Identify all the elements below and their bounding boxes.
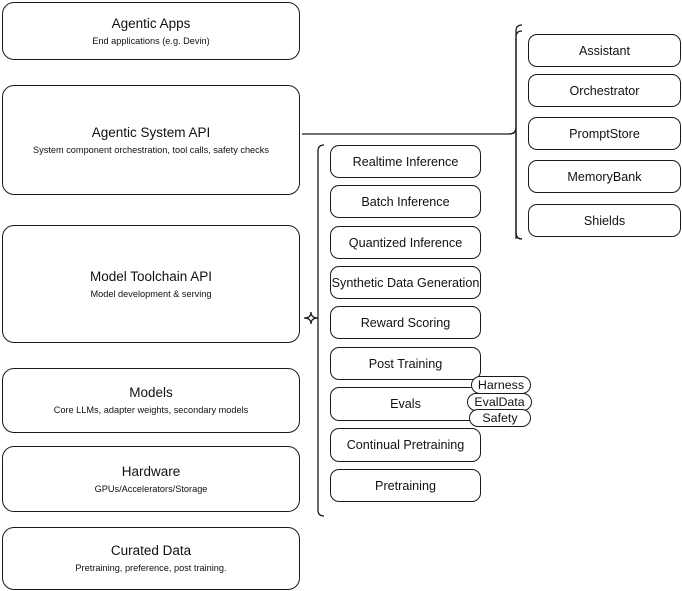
eval-badge-evaldata[interactable]: EvalData <box>467 393 532 411</box>
layer-agentic-apps[interactable]: Agentic Apps End applications (e.g. Devi… <box>2 2 300 60</box>
layer-subtitle: Core LLMs, adapter weights, secondary mo… <box>53 405 249 415</box>
toolchain-item-label: Evals <box>390 397 421 411</box>
layer-title: Models <box>129 385 173 400</box>
toolchain-item-continual-pretraining[interactable]: Continual Pretraining <box>330 428 481 462</box>
system-item-label: Assistant <box>578 43 631 58</box>
eval-badge-safety[interactable]: Safety <box>469 409 531 427</box>
system-item-memorybank[interactable]: MemoryBank <box>528 160 681 193</box>
toolchain-item-label: Post Training <box>368 356 443 371</box>
system-item-shields[interactable]: Shields <box>528 204 681 237</box>
toolchain-item-label: Realtime Inference <box>352 154 459 169</box>
layer-title: Model Toolchain API <box>89 268 213 284</box>
toolchain-item-label: Pretraining <box>375 478 436 493</box>
toolchain-item-label: Reward Scoring <box>360 315 451 330</box>
layer-subtitle: Pretraining, preference, post training. <box>75 563 227 573</box>
layer-models[interactable]: Models Core LLMs, adapter weights, secon… <box>2 368 300 433</box>
layer-model-toolchain-api[interactable]: Model Toolchain API Model development & … <box>2 225 300 343</box>
layer-title: Agentic Apps <box>111 15 191 31</box>
eval-badge-label: EvalData <box>474 395 525 409</box>
toolchain-item-label: Batch Inference <box>361 194 450 209</box>
system-item-promptstore[interactable]: PromptStore <box>528 117 681 150</box>
eval-badge-label: Safety <box>482 411 518 425</box>
system-item-label: MemoryBank <box>567 169 642 184</box>
layer-title: Curated Data <box>110 543 192 558</box>
toolchain-item-evals[interactable]: Evals <box>330 387 481 421</box>
bracket-system-components-top-curl <box>515 30 523 38</box>
toolchain-item-pretraining[interactable]: Pretraining <box>330 469 481 502</box>
toolchain-item-post-training[interactable]: Post Training <box>330 347 481 380</box>
bracket-system-components <box>508 24 523 240</box>
toolchain-item-quantized-inference[interactable]: Quantized Inference <box>330 226 481 259</box>
system-item-orchestrator[interactable]: Orchestrator <box>528 74 681 107</box>
toolchain-item-label: Continual Pretraining <box>346 438 465 452</box>
layer-hardware[interactable]: Hardware GPUs/Accelerators/Storage <box>2 446 300 512</box>
layer-title: Agentic System API <box>91 124 211 140</box>
toolchain-item-reward-scoring[interactable]: Reward Scoring <box>330 306 481 339</box>
system-item-label: PromptStore <box>569 126 640 141</box>
bracket-system-components-bottom-curl <box>515 232 523 240</box>
system-item-assistant[interactable]: Assistant <box>528 34 681 67</box>
system-item-label: Orchestrator <box>569 83 640 98</box>
eval-badge-harness[interactable]: Harness <box>471 376 531 394</box>
layer-subtitle: Model development & serving <box>90 288 212 299</box>
bracket-toolchain-top-curl <box>317 144 325 152</box>
toolchain-item-label: Quantized Inference <box>348 235 463 250</box>
toolchain-item-batch-inference[interactable]: Batch Inference <box>330 185 481 218</box>
toolchain-item-synthetic-data-generation[interactable]: Synthetic Data Generation <box>330 266 481 299</box>
bracket-toolchain-bottom-curl <box>317 509 325 517</box>
connector-toolchain-apex <box>303 311 319 325</box>
bracket-system-components-apex <box>508 127 517 135</box>
layer-subtitle: GPUs/Accelerators/Storage <box>94 483 208 494</box>
eval-badge-label: Harness <box>477 378 525 392</box>
system-item-label: Shields <box>583 213 626 228</box>
layer-subtitle: End applications (e.g. Devin) <box>92 35 210 46</box>
layer-agentic-system-api[interactable]: Agentic System API System component orch… <box>2 85 300 195</box>
toolchain-item-label: Synthetic Data Generation <box>331 275 480 290</box>
layer-curated-data[interactable]: Curated Data Pretraining, preference, po… <box>2 527 300 590</box>
layer-title: Hardware <box>121 463 181 479</box>
layer-subtitle: System component orchestration, tool cal… <box>33 144 269 155</box>
toolchain-item-realtime-inference[interactable]: Realtime Inference <box>330 145 481 178</box>
